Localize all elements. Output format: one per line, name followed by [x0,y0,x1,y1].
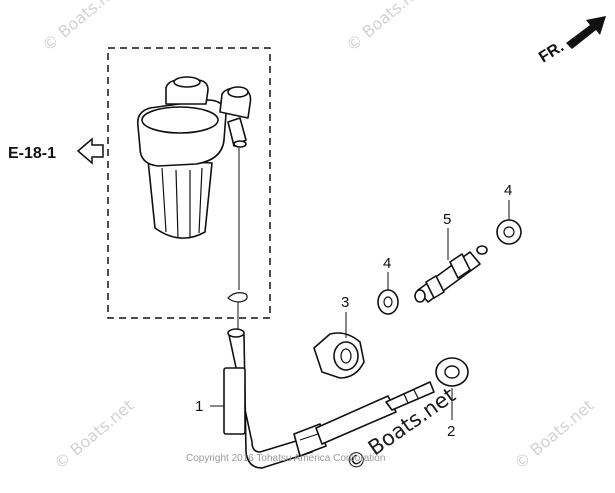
callout-4-upper: 4 [504,182,512,199]
callout-2: 2 [447,423,455,440]
nut-lower [377,289,399,315]
fuel-fitting [385,357,469,411]
fuel-hose [223,328,397,469]
callout-5: 5 [443,211,451,228]
callout-4-lower: 4 [383,255,391,272]
leader-lines [210,200,510,420]
watermark-right-bottom: © Boats.net [510,396,597,473]
front-arrow-icon [566,16,606,49]
fuel-filter [136,76,252,330]
hose-clip [313,332,365,379]
callout-3: 3 [341,294,349,311]
hose-connector [414,245,488,303]
watermark-left-bottom: © Boats.net [50,396,137,473]
watermark-top-left: © Boats.net [38,0,125,55]
reference-arrow: E-18-1 [8,137,104,165]
copyright-notice: Copyright 2016 Tohatsu America Corporati… [186,453,385,464]
reference-label: E-18-1 [8,145,56,162]
nut-upper [496,219,522,245]
front-direction-indicator: FR. [536,16,606,66]
front-label: FR. [536,38,567,66]
callout-1: 1 [195,398,203,415]
callout-labels: 1 2 3 4 5 4 [195,182,512,440]
watermark-top-center: © Boats.net [342,0,429,55]
